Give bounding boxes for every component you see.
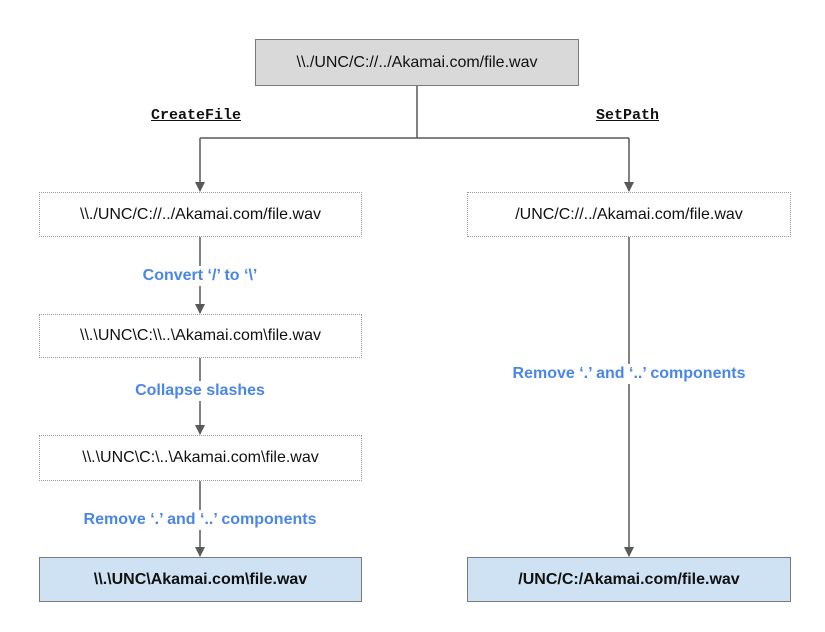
createfile-result-text: \\.\UNC\Akamai.com\file.wav (93, 570, 308, 588)
setpath-result-text: /UNC/C:/Akamai.com/file.wav (518, 570, 740, 588)
createfile-step-label-1: Convert ‘/’ to ‘\’ (140, 266, 260, 286)
createfile-path-box-2: \\.\UNC\C:\\..\Akamai.com\file.wav (39, 314, 362, 358)
setpath-step-label-1: Remove ‘.’ and ‘..’ components (510, 364, 748, 384)
createfile-path-box-1: \\./UNC/C://../Akamai.com/file.wav (39, 192, 362, 237)
createfile-path-box-3: \\.\UNC\C:\..\Akamai.com\file.wav (39, 435, 362, 481)
createfile-path-text-1: \\./UNC/C://../Akamai.com/file.wav (80, 205, 321, 223)
setpath-label: SetPath (596, 107, 660, 124)
createfile-step-label-3: Remove ‘.’ and ‘..’ components (81, 510, 319, 530)
createfile-result-box: \\.\UNC\Akamai.com\file.wav (39, 557, 362, 602)
setpath-result-box: /UNC/C:/Akamai.com/file.wav (467, 557, 791, 602)
createfile-path-text-3: \\.\UNC\C:\..\Akamai.com\file.wav (82, 449, 319, 466)
setpath-path-box-1: /UNC/C://../Akamai.com/file.wav (467, 192, 791, 237)
createfile-label: CreateFile (151, 107, 242, 124)
createfile-step-label-2: Collapse slashes (133, 381, 267, 401)
setpath-path-text-1: /UNC/C://../Akamai.com/file.wav (515, 205, 743, 223)
createfile-path-text-2: \\.\UNC\C:\\..\Akamai.com\file.wav (80, 327, 321, 344)
root-path-box: \\./UNC/C://../Akamai.com/file.wav (255, 39, 579, 86)
root-path-text: \\./UNC/C://../Akamai.com/file.wav (296, 53, 538, 71)
